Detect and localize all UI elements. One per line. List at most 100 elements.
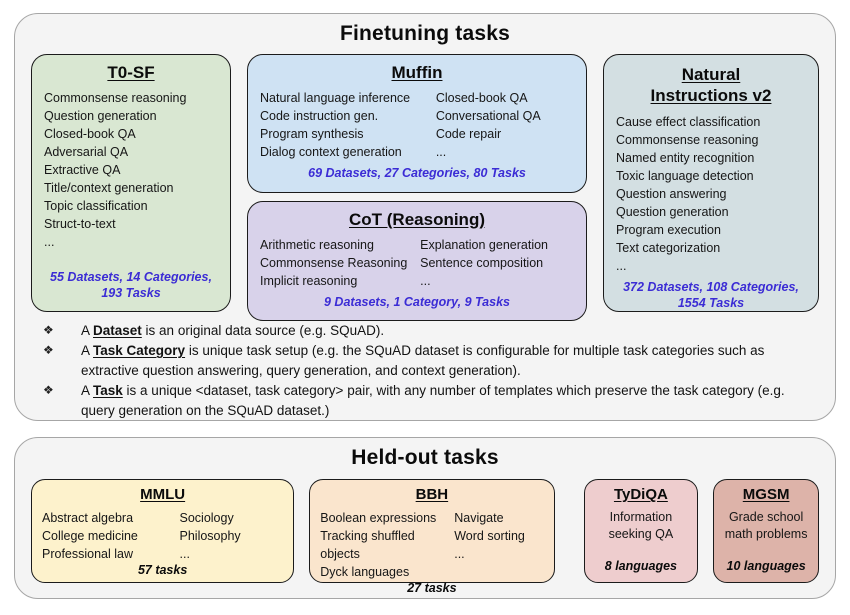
list-item: ... (454, 546, 465, 561)
mgsm-description: Grade school math problems (724, 509, 808, 541)
list-item: Struct-to-text (44, 217, 116, 232)
tydiqa-description: Information seeking QA (608, 509, 674, 541)
list-item: ... (435, 145, 447, 160)
diamond-bullet-icon: ❖ (43, 323, 54, 337)
mmlu-stats: 57 tasks (137, 562, 188, 577)
list-item: Conversational QA (435, 109, 541, 124)
bbh-title: BBH (415, 486, 449, 503)
list-item: Professional law (42, 546, 134, 561)
list-item: ... (616, 258, 627, 273)
finetuning-title: Finetuning tasks (339, 22, 511, 45)
diamond-bullet-icon: ❖ (43, 382, 54, 397)
bbh-stats: 27 tasks (407, 580, 457, 595)
muffin-item-list: Natural language inference Code instruct… (260, 89, 574, 161)
list-item: Explanation generation (420, 237, 548, 252)
list-item: Tracking shuffled objects (320, 528, 415, 561)
finetuning-tasks-panel: Finetuning tasks T0-SF Commonsense reaso… (14, 13, 836, 421)
list-item: Arithmetic reasoning (260, 237, 374, 252)
bbh-item-list: Boolean expressions Tracking shuffled ob… (320, 509, 543, 581)
finetuning-boxes-row: T0-SF Commonsense reasoning Question gen… (31, 54, 819, 321)
list-item: Commonsense Reasoning (260, 255, 408, 270)
term-task-category: Task Category (93, 342, 186, 358)
mmlu-title: MMLU (140, 486, 186, 503)
column-middle: Muffin Natural language inference Code i… (247, 54, 587, 321)
definition-text: A Task Category is unique task setup (e.… (81, 342, 765, 378)
tydiqa-stats: 8 languages (604, 559, 678, 573)
list-item: Program synthesis (260, 127, 364, 142)
bbh-box: BBH Boolean expressions Tracking shuffle… (309, 479, 555, 595)
muffin-box: Muffin Natural language inference Code i… (247, 54, 587, 193)
cot-title: CoT (Reasoning) (349, 209, 485, 229)
bbh-column-1: Boolean expressions Tracking shuffled ob… (320, 509, 454, 581)
list-item: Toxic language detection (616, 168, 754, 183)
mmlu-box: MMLU Abstract algebra College medicine P… (31, 479, 295, 583)
list-item: Natural language inference (260, 91, 411, 106)
held-out-tasks-panel: Held-out tasks MMLU Abstract algebra Col… (14, 437, 836, 599)
mmlu-column-2: Sociology Philosophy ... (180, 509, 284, 563)
muffin-stats: 69 Datasets, 27 Categories, 80 Tasks (308, 166, 526, 181)
definitions-list: ❖ A Dataset is an original data source (… (31, 321, 819, 421)
list-item: Philosophy (179, 528, 241, 543)
t0sf-box: T0-SF Commonsense reasoning Question gen… (31, 54, 231, 312)
list-item: Question answering (616, 186, 727, 201)
list-item: Closed-book QA (44, 127, 136, 142)
heldout-boxes-row: MMLU Abstract algebra College medicine P… (31, 479, 819, 595)
cot-column-1: Arithmetic reasoning Commonsense Reasoni… (260, 236, 420, 290)
list-item: Sentence composition (420, 255, 544, 270)
list-item: Commonsense reasoning (616, 132, 759, 147)
niv2-title: Natural Instructions v2 (650, 65, 772, 106)
mmlu-item-list: Abstract algebra College medicine Profes… (42, 509, 283, 563)
mgsm-box: MGSM Grade school math problems 10 langu… (713, 479, 819, 583)
cot-stats: 9 Datasets, 1 Category, 9 Tasks (324, 294, 510, 309)
mmlu-column-1: Abstract algebra College medicine Profes… (42, 509, 180, 563)
list-item: Closed-book QA (435, 91, 528, 106)
list-item: Sociology (179, 510, 234, 525)
column-right: Natural Instructions v2 Cause effect cla… (603, 54, 819, 312)
bbh-column-2: Navigate Word sorting ... (454, 509, 543, 581)
list-item: Extractive QA (44, 163, 121, 178)
muffin-column-2: Closed-book QA Conversational QA Code re… (436, 89, 574, 161)
list-item: Cause effect classification (616, 114, 761, 129)
list-item: Dyck languages (320, 564, 410, 579)
list-item: Topic classification (44, 199, 148, 214)
definition-task-category: ❖ A Task Category is unique task setup (… (43, 341, 813, 381)
list-item: Adversarial QA (44, 145, 129, 160)
cot-box: CoT (Reasoning) Arithmetic reasoning Com… (247, 200, 587, 321)
list-item: Title/context generation (44, 181, 174, 196)
list-item: Commonsense reasoning (44, 91, 187, 106)
list-item: Dialog context generation (260, 145, 402, 160)
term-dataset: Dataset (93, 323, 142, 338)
cot-column-2: Explanation generation Sentence composit… (420, 236, 574, 290)
list-item: Abstract algebra (42, 510, 134, 525)
definition-dataset: ❖ A Dataset is an original data source (… (43, 321, 813, 341)
natural-instructions-v2-box: Natural Instructions v2 Cause effect cla… (603, 54, 819, 312)
t0sf-stats: 55 Datasets, 14 Categories, 193 Tasks (50, 269, 212, 300)
list-item: Question generation (616, 204, 729, 219)
niv2-item-list: Cause effect classification Commonsense … (616, 113, 806, 275)
list-item: ... (179, 546, 190, 561)
niv2-stats: 372 Datasets, 108 Categories, 1554 Tasks (623, 279, 799, 310)
list-item: College medicine (42, 528, 138, 543)
cot-item-list: Arithmetic reasoning Commonsense Reasoni… (260, 236, 574, 290)
list-item: Text categorization (616, 240, 721, 255)
definition-text: A Dataset is an original data source (e.… (81, 323, 385, 338)
column-left: T0-SF Commonsense reasoning Question gen… (31, 54, 231, 312)
muffin-column-1: Natural language inference Code instruct… (260, 89, 436, 161)
list-item: Implicit reasoning (260, 273, 358, 288)
term-task: Task (93, 382, 123, 398)
diamond-bullet-icon: ❖ (43, 342, 54, 357)
tydiqa-title: TyDiQA (613, 486, 668, 503)
muffin-title: Muffin (391, 63, 443, 82)
list-item: Question generation (44, 109, 157, 124)
tydiqa-box: TyDiQA Information seeking QA 8 language… (583, 479, 699, 583)
definition-task: ❖ A Task is a unique <dataset, task cate… (43, 381, 813, 421)
t0sf-title: T0-SF (107, 63, 155, 82)
list-item: Named entity recognition (616, 150, 755, 165)
list-item: Navigate (454, 510, 504, 525)
mgsm-title: MGSM (742, 486, 790, 503)
list-item: ... (44, 235, 55, 250)
list-item: Code instruction gen. (260, 109, 379, 124)
list-item: Code repair (435, 127, 502, 142)
t0sf-item-list: Commonsense reasoning Question generatio… (44, 89, 218, 251)
